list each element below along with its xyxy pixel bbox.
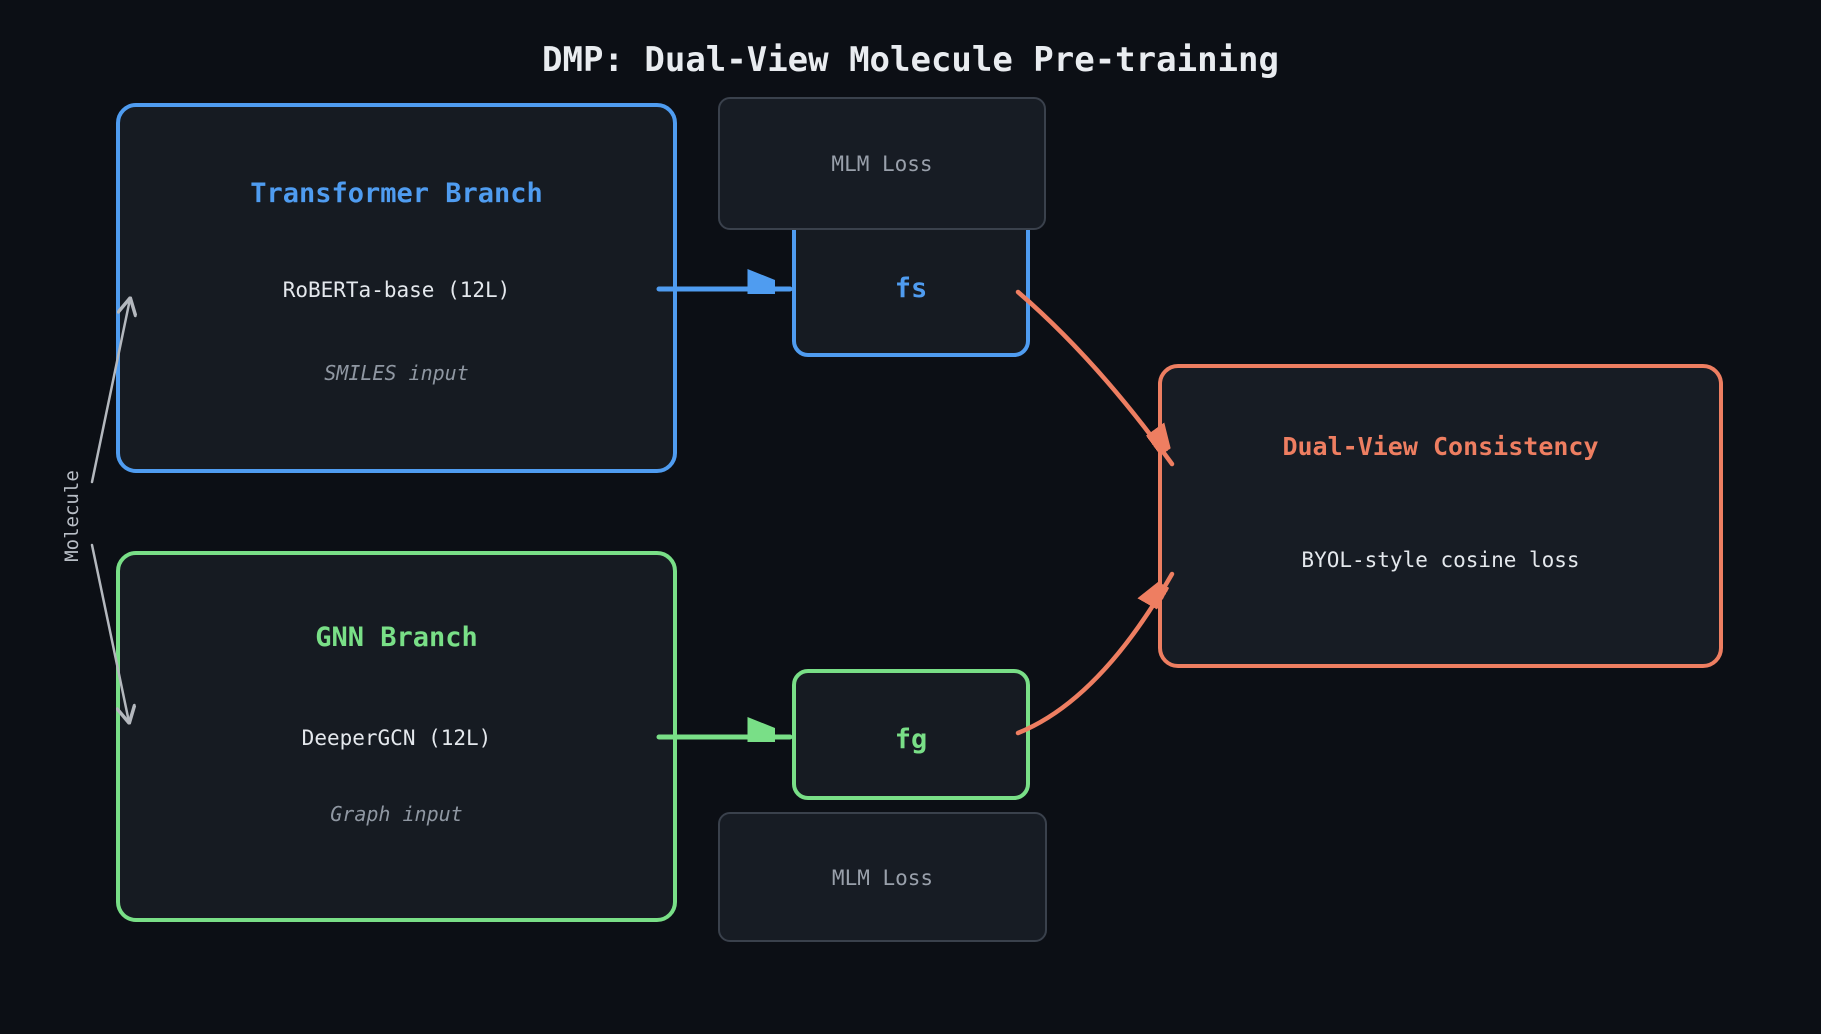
transformer-branch-node: Transformer Branch RoBERTa-base (12L) SM… [116, 103, 677, 473]
mlm-loss-bottom-node: MLM Loss [718, 812, 1047, 942]
diagram-title: DMP: Dual-View Molecule Pre-training [542, 40, 1279, 80]
gnn-branch-model: DeeperGCN (12L) [301, 726, 492, 750]
molecule-to-gnn-arrow [90, 543, 129, 722]
transformer-branch-model: RoBERTa-base (12L) [282, 278, 511, 302]
fg-projector-node: fg [792, 669, 1030, 800]
fs-label: fs [894, 273, 928, 304]
transformer-branch-input: SMILES input [324, 361, 469, 385]
fg-to-consistency-arrow [1015, 571, 1175, 736]
dual-view-consistency-title: Dual-View Consistency [1282, 432, 1599, 461]
mlm-loss-bottom-label: MLM Loss [831, 866, 934, 890]
molecule-to-transformer-arrow [90, 299, 130, 484]
dual-view-consistency-node: Dual-View Consistency BYOL-style cosine … [1158, 364, 1723, 668]
mlm-loss-top-label: MLM Loss [831, 152, 933, 176]
gnn-branch-title: GNN Branch [315, 622, 478, 653]
transformer-branch-title: Transformer Branch [250, 178, 543, 209]
fs-to-consistency-arrow [1015, 289, 1172, 467]
fg-label: fg [894, 724, 928, 755]
gnn-branch-input: Graph input [330, 802, 463, 826]
gnn-branch-node: GNN Branch DeeperGCN (12L) Graph input [116, 551, 677, 922]
dual-view-consistency-subtitle: BYOL-style cosine loss [1301, 548, 1580, 572]
mlm-loss-top-node: MLM Loss [718, 97, 1046, 230]
